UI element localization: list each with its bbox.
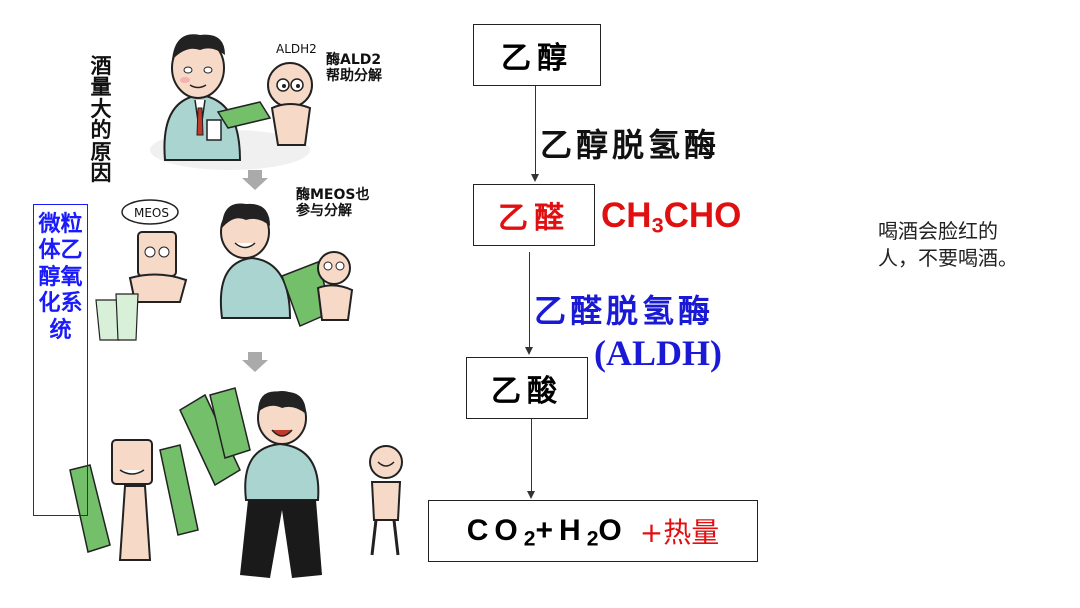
formula-part-cho: CHO [663, 196, 742, 235]
note-line2: 人，不要喝酒。 [878, 246, 1018, 270]
aldh-abbreviation: (ALDH) [594, 333, 722, 373]
scene-aldh2 [150, 34, 313, 170]
formula-part-ch: CH [601, 196, 652, 235]
products-sub-2a: 2 [523, 527, 536, 551]
formula-sub-3: 3 [651, 212, 664, 238]
enzyme-alcohol-dehydrogenase: 乙醇脱氢酶 [540, 126, 721, 164]
acetaldehyde-box: 乙醛 [473, 184, 595, 246]
scene-drunk [69, 387, 403, 578]
scene-meos [95, 199, 354, 341]
cartoon-illustration [69, 34, 403, 578]
ethanol-box: 乙醇 [473, 24, 601, 86]
aldh2-caption-line2: 帮助分解 [326, 68, 382, 85]
note-line1: 喝酒会脸红的 [878, 219, 998, 243]
meos-caption-line2: 参与分解 [296, 203, 352, 220]
ethanol-label: 乙醇 [501, 41, 573, 76]
heat-label: +热量 [639, 516, 720, 549]
arrow-ethanol-to-acetaldehyde [535, 86, 536, 174]
arrow-head-2 [525, 347, 533, 355]
aldh2-tag: ALDH2 [276, 42, 317, 56]
warning-note: 喝酒会脸红的 人，不要喝酒。 [878, 218, 1058, 272]
products-co: CO [466, 514, 524, 548]
acetic-acid-box: 乙酸 [466, 357, 588, 419]
meos-caption: 酶MEOS也 参与分解 [296, 187, 369, 219]
meos-caption-line1: 酶MEOS也 [296, 187, 370, 203]
meos-bubble-text: MEOS [134, 206, 169, 220]
illustration-panel: 酒量大的原因 微粒体乙醇氧化系统 ALDH2 酶ALD2 帮助分解 MEOS 酶… [0, 0, 420, 608]
acetaldehyde-label: 乙醛 [498, 201, 570, 236]
enzyme-aldehyde-dehydrogenase: 乙醛脱氢酶 [534, 292, 715, 330]
aldh2-caption-line1: 酶ALD2 [326, 52, 382, 68]
products-box: CO2+H2O +热量 [428, 500, 758, 562]
arrow-head-1 [531, 174, 539, 182]
arrow-acetaldehyde-to-acid [529, 252, 530, 347]
reason-vertical-label: 酒量大的原因 [90, 54, 112, 186]
products-formula: CO2+H2O [467, 510, 628, 551]
arrow-head-3 [527, 491, 535, 499]
arrow-acid-to-products [531, 419, 532, 491]
acetic-acid-label: 乙酸 [491, 374, 563, 409]
products-o: O [598, 514, 628, 548]
meos-system-box: 微粒体乙醇氧化系统 [33, 204, 88, 516]
aldh2-caption: 酶ALD2 帮助分解 [326, 52, 382, 84]
products-h: +H [535, 514, 587, 548]
acetaldehyde-formula: CH3CHO [601, 196, 741, 238]
products-sub-2b: 2 [586, 527, 599, 551]
meos-system-vertical-label: 微粒体乙醇氧化系统 [38, 211, 83, 343]
